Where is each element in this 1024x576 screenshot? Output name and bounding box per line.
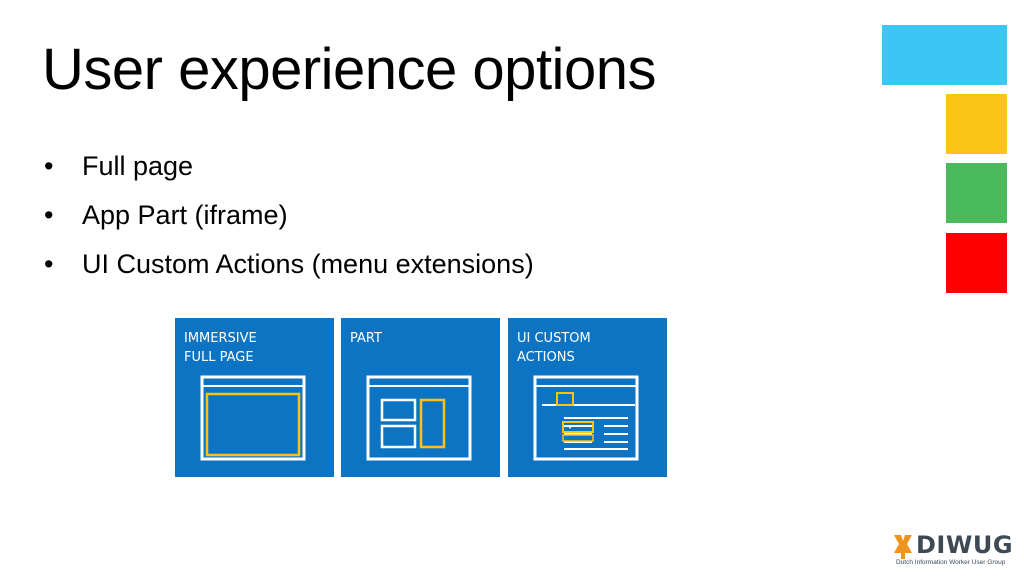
bullet-text: Full page xyxy=(82,151,194,181)
logo-tagline: Dutch Information Worker User Group xyxy=(896,559,1006,566)
decor-yellow-block xyxy=(946,94,1007,154)
bullet-symbol: • xyxy=(44,249,54,279)
tile-label: PART xyxy=(350,331,382,346)
bullet-item: • App Part (iframe) xyxy=(44,191,534,240)
tile-ui-custom-actions: UI CUSTOM ACTIONS xyxy=(508,318,667,477)
bullet-list: • Full page • App Part (iframe) • UI Cus… xyxy=(44,142,534,289)
bullet-item: • Full page xyxy=(44,142,534,191)
tile-label: UI CUSTOM ACTIONS xyxy=(517,331,591,365)
bullet-symbol: • xyxy=(44,200,54,230)
bullet-symbol: • xyxy=(44,151,54,181)
tile-part: PART xyxy=(341,318,500,477)
bullet-item: • UI Custom Actions (menu extensions) xyxy=(44,240,534,289)
custom-actions-window-icon xyxy=(533,375,639,461)
slide-title: User experience options xyxy=(42,37,656,102)
decor-red-block xyxy=(946,233,1007,293)
decor-blue-block xyxy=(882,25,1007,85)
bullet-text: App Part (iframe) xyxy=(82,200,288,230)
windmill-icon xyxy=(894,535,912,559)
logo-text: DIWUG xyxy=(916,531,1014,559)
bullet-text: UI Custom Actions (menu extensions) xyxy=(82,249,534,279)
full-page-window-icon xyxy=(200,375,306,461)
diwug-logo: DIWUG Dutch Information Worker User Grou… xyxy=(892,531,1016,568)
tile-label: IMMERSIVE FULL PAGE xyxy=(184,331,257,365)
decor-green-block xyxy=(946,163,1007,223)
app-part-window-icon xyxy=(366,375,472,461)
tile-immersive-full-page: IMMERSIVE FULL PAGE xyxy=(175,318,334,477)
